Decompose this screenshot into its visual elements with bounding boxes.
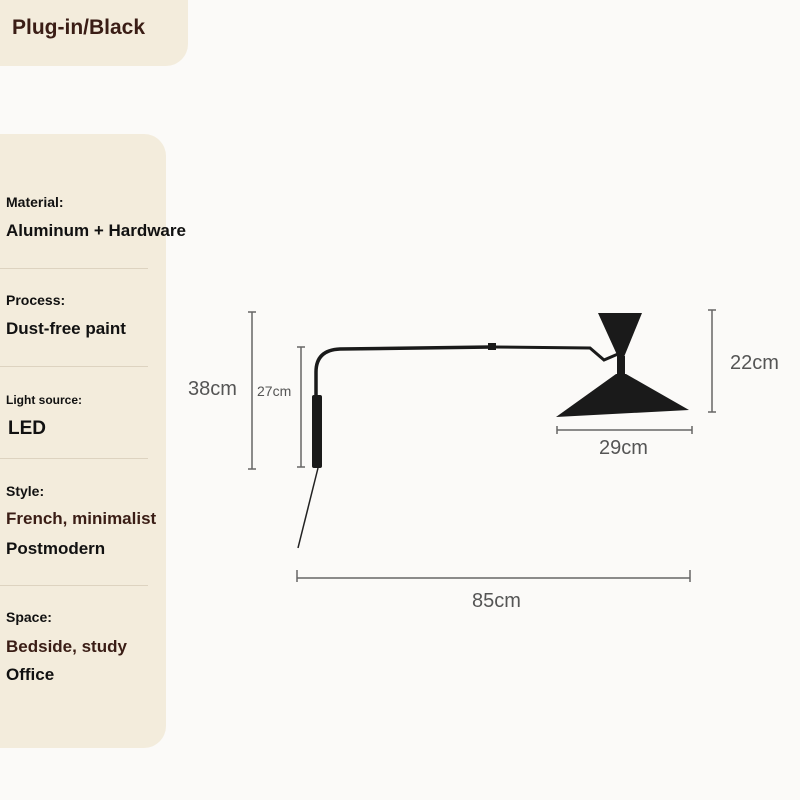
material-label: Material: bbox=[6, 194, 64, 210]
divider bbox=[0, 366, 148, 367]
divider bbox=[0, 458, 148, 459]
total-length-label: 85cm bbox=[472, 590, 521, 612]
total-length-bracket bbox=[296, 570, 691, 582]
light-source-value: LED bbox=[8, 418, 46, 439]
light-source-label: Light source: bbox=[6, 393, 83, 407]
shade-width-label: 29cm bbox=[599, 437, 648, 459]
shade-height-bracket bbox=[708, 309, 716, 413]
shade-width-bracket bbox=[556, 426, 693, 434]
product-variant-title: Plug-in/Black bbox=[12, 16, 146, 39]
process-value: Dust-free paint bbox=[6, 319, 126, 338]
total-height-bracket bbox=[248, 311, 256, 470]
style-value-2: Postmodern bbox=[6, 539, 106, 558]
wall-lamp bbox=[297, 313, 689, 549]
arm-height-bracket bbox=[297, 346, 305, 468]
divider bbox=[0, 585, 148, 586]
space-value-1: Bedside, study bbox=[6, 637, 127, 656]
total-height-label: 38cm bbox=[188, 378, 237, 400]
spec-panel bbox=[0, 134, 166, 748]
style-label: Style: bbox=[6, 483, 45, 499]
material-value: Aluminum + Hardware bbox=[6, 221, 186, 240]
space-label: Space: bbox=[6, 609, 52, 625]
style-value-1: French, minimalist bbox=[6, 509, 157, 528]
title-badge: Plug-in/Black bbox=[0, 0, 188, 66]
arm-height-label: 27cm bbox=[257, 383, 292, 399]
shade-height-label: 22cm bbox=[730, 352, 779, 374]
divider bbox=[0, 268, 148, 269]
space-value-2: Office bbox=[6, 665, 55, 684]
process-label: Process: bbox=[6, 292, 66, 308]
